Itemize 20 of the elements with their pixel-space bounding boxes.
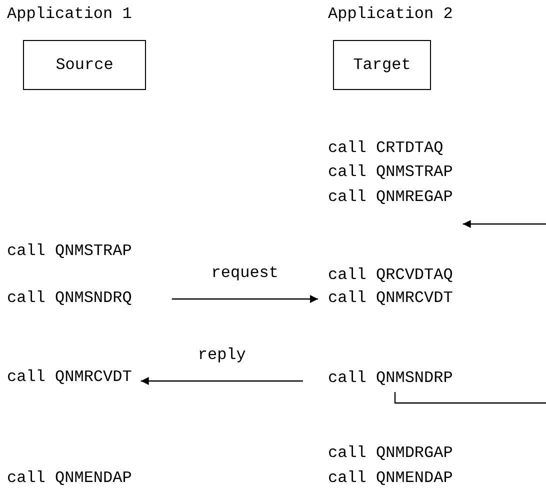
- api-call-text: call QNMRCVDT: [318, 288, 453, 308]
- api-call-text: call QNMDRGAP: [328, 443, 453, 463]
- application-heading: Application 2: [328, 4, 453, 24]
- api-call-text: call QNMSTRAP: [7, 241, 132, 261]
- application-heading: Application 1: [7, 4, 133, 24]
- arrow: [172, 295, 318, 303]
- component-box: Target: [333, 40, 431, 90]
- api-call-text: call CRTDTAQ: [328, 138, 444, 158]
- connector-line: [394, 392, 546, 404]
- api-call-text: call QNMENDAP: [328, 468, 453, 488]
- api-call-text: call QRCVDTAQ: [328, 265, 453, 285]
- api-call-text: call QNMENDAP: [7, 468, 132, 488]
- api-call-text: call QNMREGAP: [328, 187, 463, 231]
- arrow: [140, 377, 303, 385]
- api-call-text: call QNMSNDRQ: [7, 288, 172, 308]
- api-call-text: call QNMSNDRP: [303, 368, 453, 392]
- api-call-text: call QNMSTRAP: [328, 162, 453, 182]
- api-call-text: call QNMRCVDT: [7, 367, 141, 387]
- component-box: Source: [23, 40, 146, 90]
- arrow: [462, 220, 546, 228]
